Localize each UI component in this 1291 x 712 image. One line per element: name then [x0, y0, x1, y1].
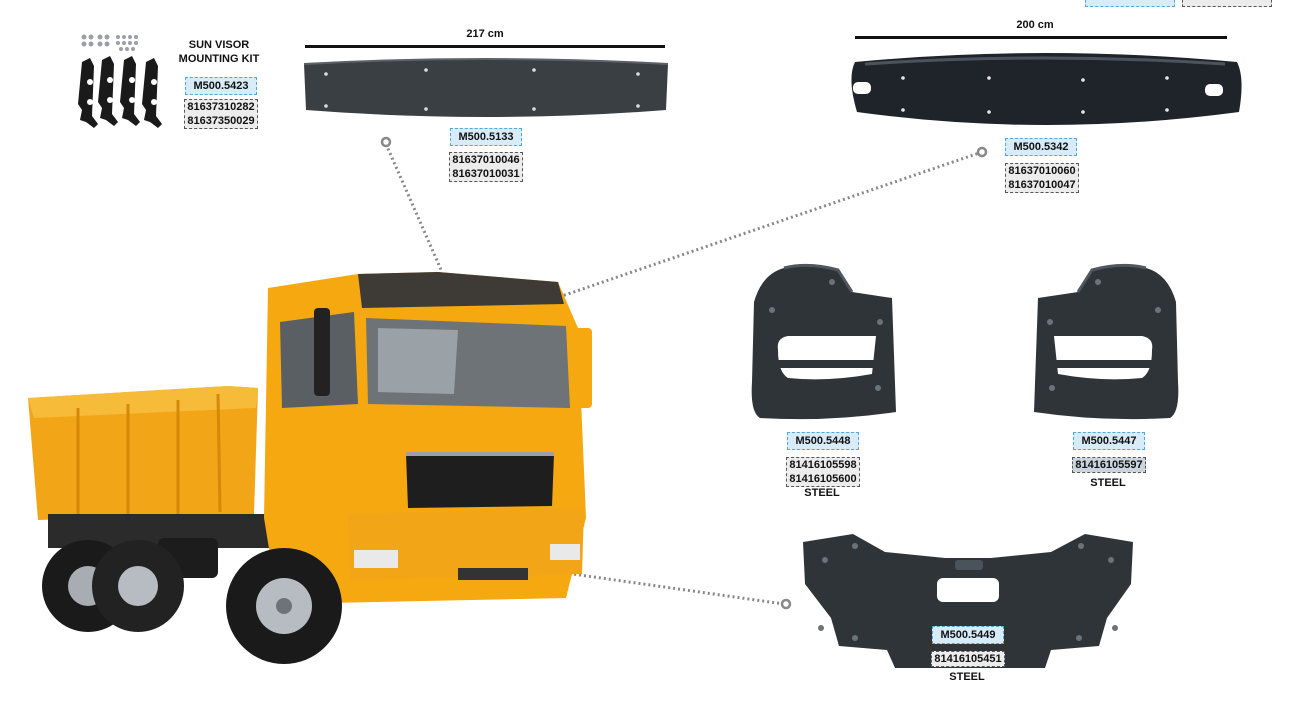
bumper-center-image [803, 534, 1133, 668]
kit-ref-2: 81637350029 [187, 115, 255, 127]
kit-title-line1: SUN VISOR [188, 39, 250, 51]
corner-right-ref-1: 81416105597 [1073, 458, 1145, 472]
corner-right-material: STEEL [1090, 477, 1126, 489]
bumper-center-refs: 81416105451 [931, 651, 1005, 667]
truck-image [28, 272, 592, 664]
visor-left-ref-2: 81637010031 [452, 168, 520, 180]
corner-left-image [751, 263, 896, 420]
visor-left-dimension: 217 cm [466, 28, 504, 40]
visor-right-code: M500.5342 [1005, 138, 1077, 156]
visor-left-image [303, 58, 669, 117]
corner-right-code: M500.5447 [1073, 432, 1145, 450]
bumper-center-ref-1: 81416105451 [934, 653, 1002, 665]
corner-left-code: M500.5448 [787, 432, 859, 450]
kit-code: M500.5423 [185, 77, 257, 95]
kit-ref-1: 81637310282 [187, 101, 255, 113]
corner-left-material: STEEL [804, 487, 840, 499]
kit-title-line2: MOUNTING KIT [178, 53, 260, 65]
visor-left-code: M500.5133 [450, 128, 522, 146]
mounting-kit-image [78, 34, 162, 128]
legend-oem-swatch [1085, 0, 1175, 7]
corner-left-refs: 81416105598 81416105600 [786, 457, 860, 487]
kit-refs: 81637310282 81637350029 [184, 99, 258, 129]
visor-left-dimension-bar [305, 45, 665, 48]
corner-left-ref-2: 81416105600 [789, 473, 857, 485]
visor-left-refs: 81637010046 81637010031 [449, 152, 523, 182]
corner-right-refs: 81416105597 [1072, 457, 1146, 473]
visor-right-refs: 81637010060 81637010047 [1005, 163, 1079, 193]
visor-right-ref-2: 81637010047 [1008, 179, 1076, 191]
visor-right-dimension-bar [855, 36, 1227, 39]
visor-left-ref-1: 81637010046 [452, 154, 520, 166]
corner-right-image [1034, 263, 1179, 420]
visor-right-ref-1: 81637010060 [1008, 165, 1076, 177]
corner-left-ref-1: 81416105598 [789, 459, 857, 471]
visor-right-image [851, 53, 1242, 125]
legend-ref-swatch [1182, 0, 1272, 7]
kit-title: SUN VISOR MOUNTING KIT [175, 38, 263, 66]
bumper-center-code: M500.5449 [932, 626, 1004, 644]
visor-right-dimension: 200 cm [1016, 19, 1054, 31]
bumper-center-material: STEEL [949, 671, 985, 683]
